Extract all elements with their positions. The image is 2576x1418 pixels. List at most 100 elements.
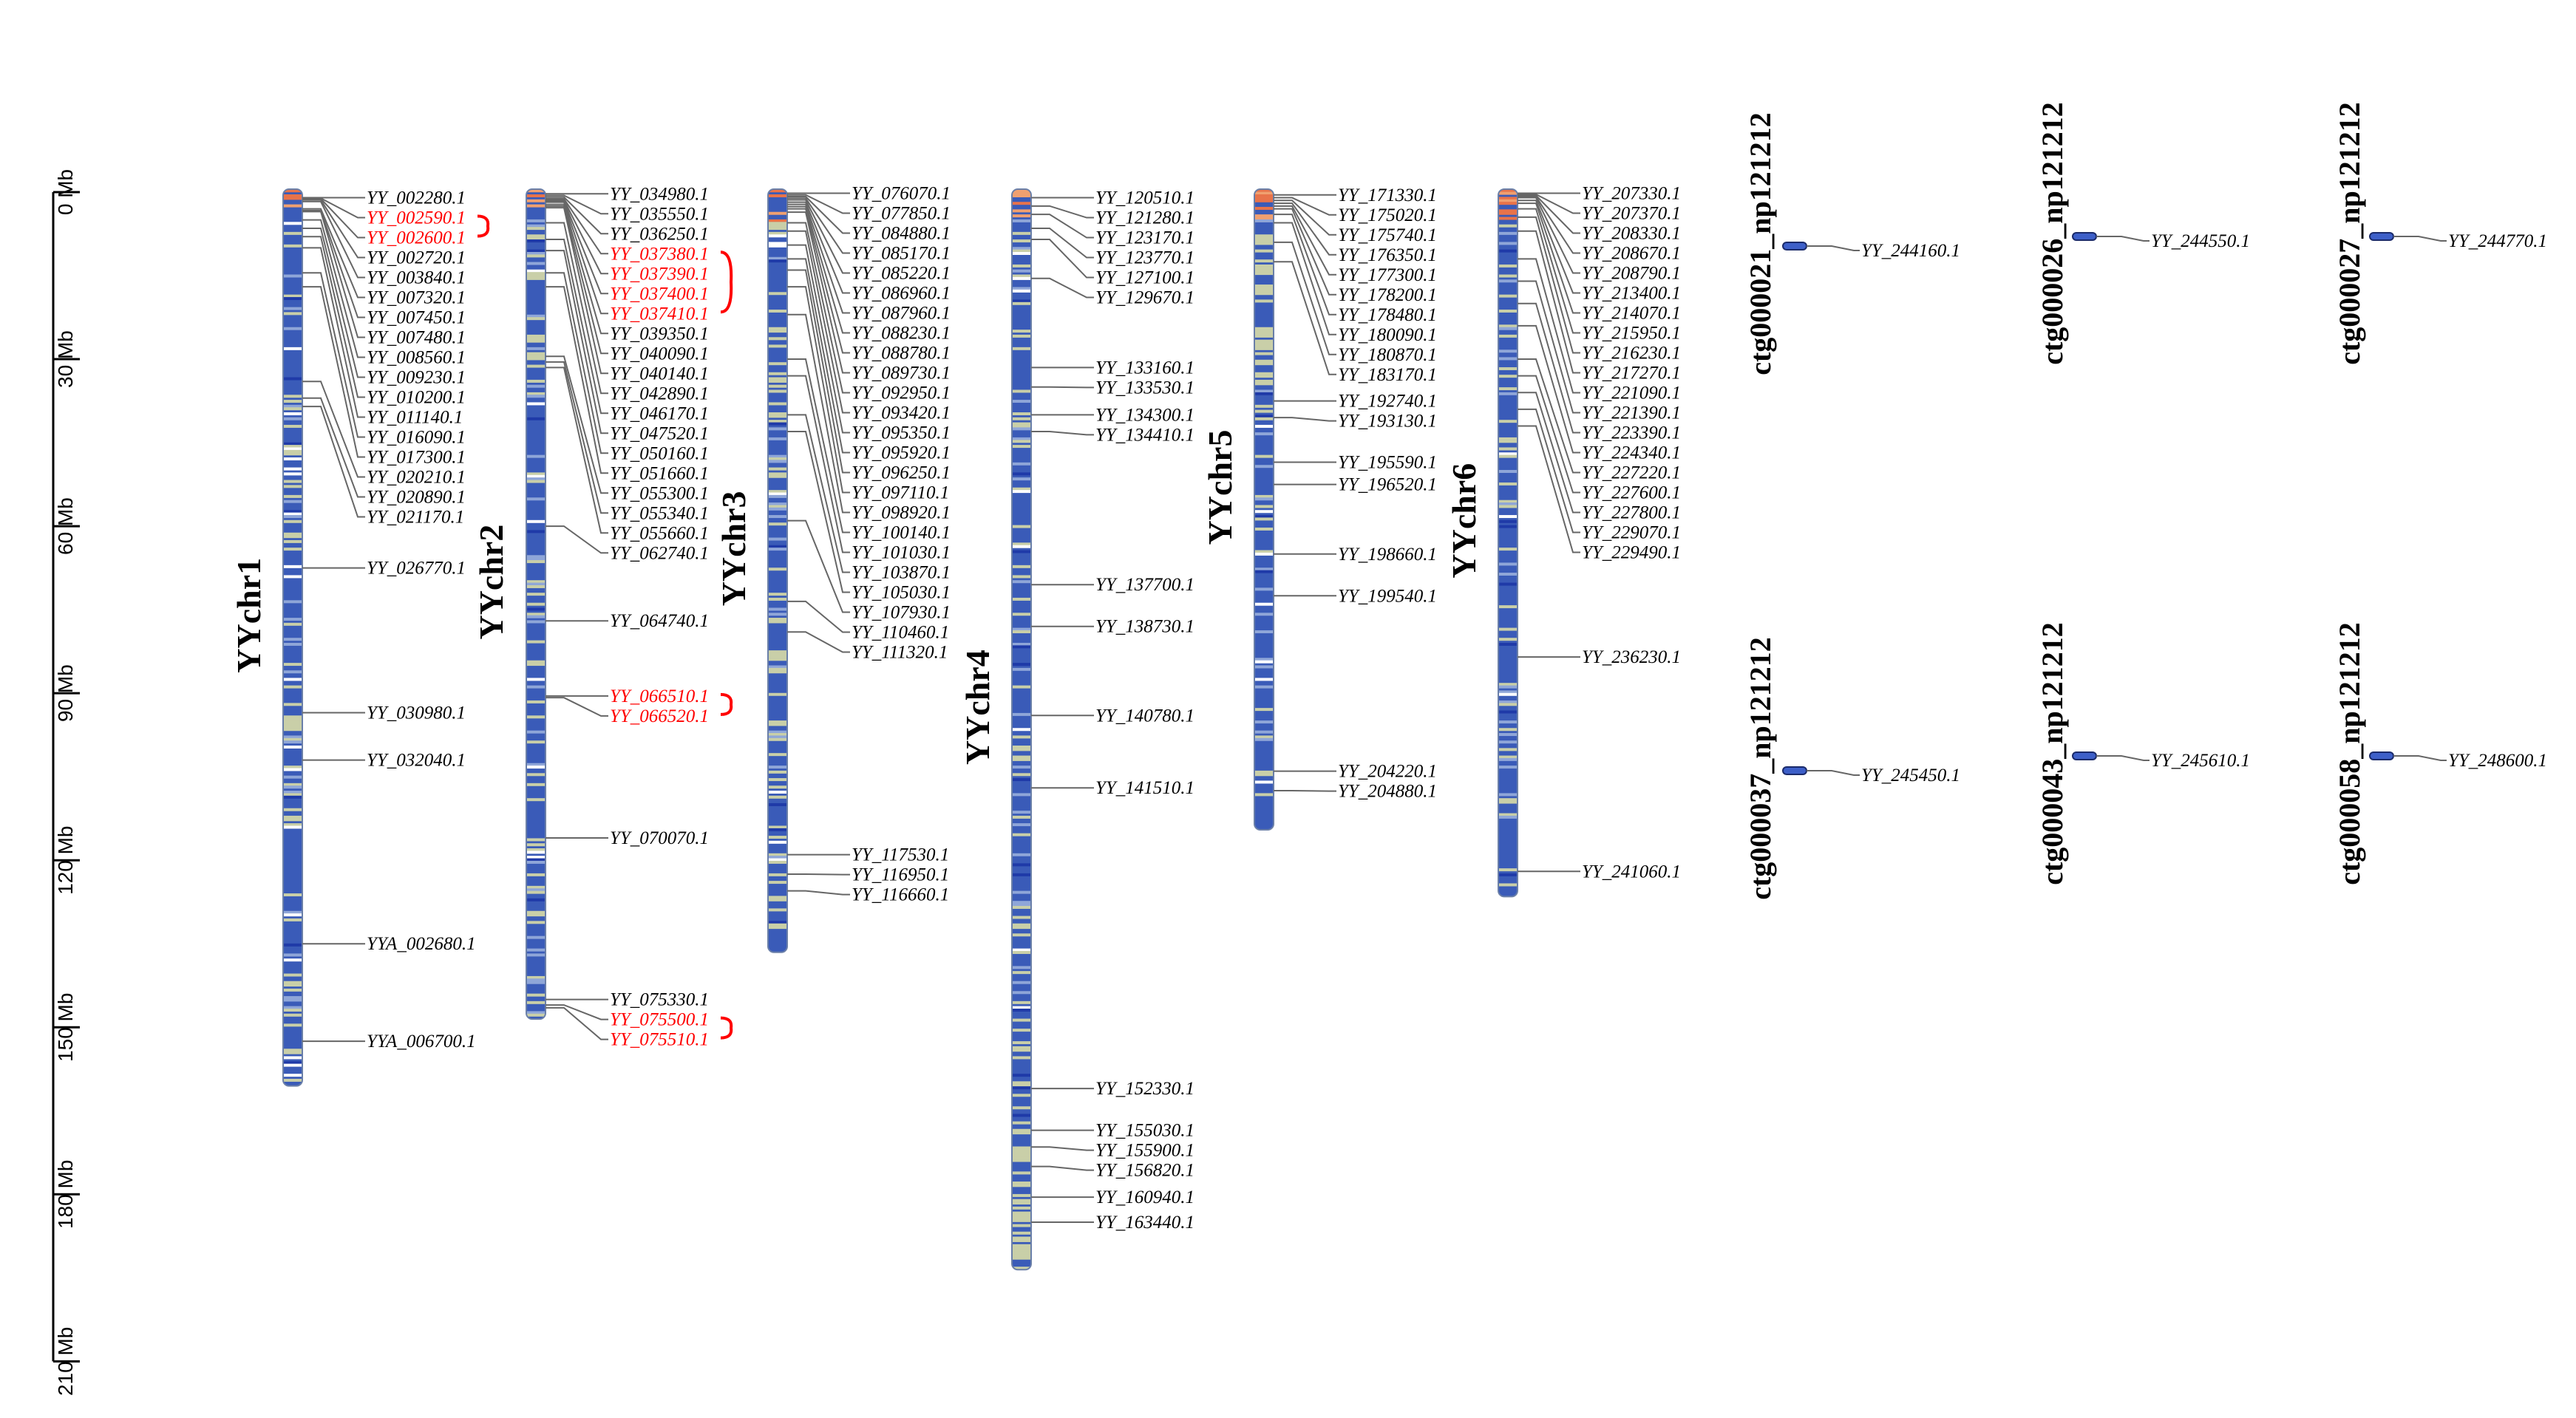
gene-label: YY_085220.1 <box>852 264 951 284</box>
gene-label: YY_034980.1 <box>610 184 709 204</box>
gene-leader-line <box>1274 197 1336 216</box>
gene-label: YY_227600.1 <box>1582 483 1681 503</box>
chromosome-outline <box>767 188 788 953</box>
gene-leader-line <box>546 201 608 315</box>
gene-leader-line <box>787 375 850 553</box>
gene-leader-line <box>787 269 850 474</box>
chromosome-body <box>1498 189 1518 897</box>
gene-leader-line <box>546 286 608 474</box>
gene-leader-line <box>1031 205 1094 219</box>
gene-label: YY_110460.1 <box>852 623 949 643</box>
gene-leader-line <box>787 205 850 334</box>
gene-label: YYA_006700.1 <box>367 1032 476 1051</box>
gene-label: YY_133530.1 <box>1095 378 1194 398</box>
gene-label: YY_007480.1 <box>367 328 466 348</box>
gene-label: YY_141510.1 <box>1095 778 1194 798</box>
gene-label: YY_121280.1 <box>1095 208 1194 228</box>
gene-label: YY_089730.1 <box>852 364 951 384</box>
chromosome-yychr3: YYchr3YY_076070.1YY_077850.1YY_084880.1Y… <box>715 184 951 953</box>
gene-label: YY_037410.1 <box>610 304 709 324</box>
gene-leader-line <box>546 1004 608 1020</box>
gene-label: YY_155030.1 <box>1095 1121 1194 1141</box>
gene-label: YY_007450.1 <box>367 308 466 328</box>
contig-marker <box>2072 751 2097 760</box>
gene-leader-line <box>302 211 365 338</box>
contig-5: ctg000043_np121212 YY_245610.1 <box>2036 622 2250 885</box>
gene-label: YY_123170.1 <box>1095 228 1194 248</box>
gene-label: YY_098920.1 <box>852 503 951 523</box>
chromosome-outline <box>1011 188 1032 1271</box>
gene-label: YY_244770.1 <box>2448 231 2547 251</box>
gene-label: YY_035550.1 <box>610 204 709 224</box>
gene-label: YY_050160.1 <box>610 443 709 463</box>
gene-leader-line <box>546 367 608 534</box>
gene-leader-line <box>546 1006 608 1040</box>
gene-label: YY_075510.1 <box>610 1030 709 1050</box>
gene-label: YY_180870.1 <box>1338 345 1437 365</box>
contig-title: ctg000037_np121212 <box>1744 637 1777 900</box>
gene-leader-line <box>787 194 850 214</box>
gene-leader-line <box>1518 392 1580 514</box>
gene-leader-line <box>1274 200 1336 236</box>
gene-leader-line <box>1518 202 1580 314</box>
gene-label: YY_163440.1 <box>1095 1213 1194 1233</box>
gene-leader-line <box>1031 214 1094 239</box>
chromosome-body <box>1254 189 1274 830</box>
gene-label: YY_084880.1 <box>852 224 951 244</box>
gene-label: YY_244550.1 <box>2151 231 2250 251</box>
gene-leader-line <box>546 205 608 355</box>
gene-label: YY_039350.1 <box>610 324 709 344</box>
gene-label: YY_183170.1 <box>1338 365 1437 385</box>
gene-leader-line <box>1518 208 1580 334</box>
gene-label: YY_116950.1 <box>852 865 949 885</box>
gene-label: YY_064740.1 <box>610 611 709 631</box>
gene-leader-line <box>787 244 850 434</box>
gene-label: YY_217270.1 <box>1582 364 1681 384</box>
gene-label: YY_107930.1 <box>852 603 951 623</box>
gene-label: YY_007320.1 <box>367 288 466 308</box>
gene-label: YY_095920.1 <box>852 443 951 463</box>
chromosome-outline <box>526 188 546 1020</box>
gene-label: YY_103870.1 <box>852 563 951 583</box>
gene-leader-line <box>787 203 850 314</box>
gene-leader-line <box>546 272 608 454</box>
gene-label: YY_075330.1 <box>610 990 709 1010</box>
gene-leader-line <box>787 286 850 494</box>
gene-leader-line <box>1518 408 1580 534</box>
gene-label: YY_016090.1 <box>367 428 466 448</box>
gene-leader-line <box>787 873 850 876</box>
chromosome-yychr2: YYchr2YY_034980.1YY_035550.1YY_036250.1Y… <box>472 184 733 1050</box>
gene-leader-line <box>2393 755 2447 761</box>
gene-leader-line <box>546 196 608 235</box>
gene-label: YY_040090.1 <box>610 344 709 364</box>
chromosome-title: YYchr3 <box>715 491 752 606</box>
gene-label: YY_216230.1 <box>1582 344 1681 364</box>
gene-leader-line <box>2096 236 2150 242</box>
gene-label: YY_086960.1 <box>852 284 951 304</box>
gene-leader-line <box>1031 239 1094 279</box>
gene-label: YY_092950.1 <box>852 384 951 403</box>
gene-label: YY_177300.1 <box>1338 265 1437 285</box>
gene-label: YY_245450.1 <box>1861 766 1960 785</box>
gene-leader-line <box>546 198 608 255</box>
chromosome-yychr5: YYchr5YY_171330.1YY_175020.1YY_175740.1Y… <box>1201 185 1437 831</box>
gene-label: YY_178200.1 <box>1338 285 1437 305</box>
gene-label: YY_096250.1 <box>852 463 951 483</box>
gene-label: YY_180090.1 <box>1338 325 1437 345</box>
gene-leader-line <box>1031 277 1094 299</box>
gene-label: YY_245610.1 <box>2151 751 2250 771</box>
gene-leader-line <box>787 222 850 394</box>
gene-leader-line <box>1274 208 1336 296</box>
gene-label: YY_192740.1 <box>1338 392 1437 412</box>
gene-label: YY_009230.1 <box>367 368 466 388</box>
gene-leader-line <box>2393 236 2447 242</box>
gene-label: YY_241060.1 <box>1582 862 1681 882</box>
gene-label: YY_017300.1 <box>367 448 466 468</box>
contig-title: ctg000043_np121212 <box>2036 622 2069 885</box>
gene-label: YY_075500.1 <box>610 1010 709 1030</box>
gene-leader-line <box>787 258 850 454</box>
contig-marker <box>1782 242 1807 250</box>
gene-label: YY_062740.1 <box>610 543 709 563</box>
